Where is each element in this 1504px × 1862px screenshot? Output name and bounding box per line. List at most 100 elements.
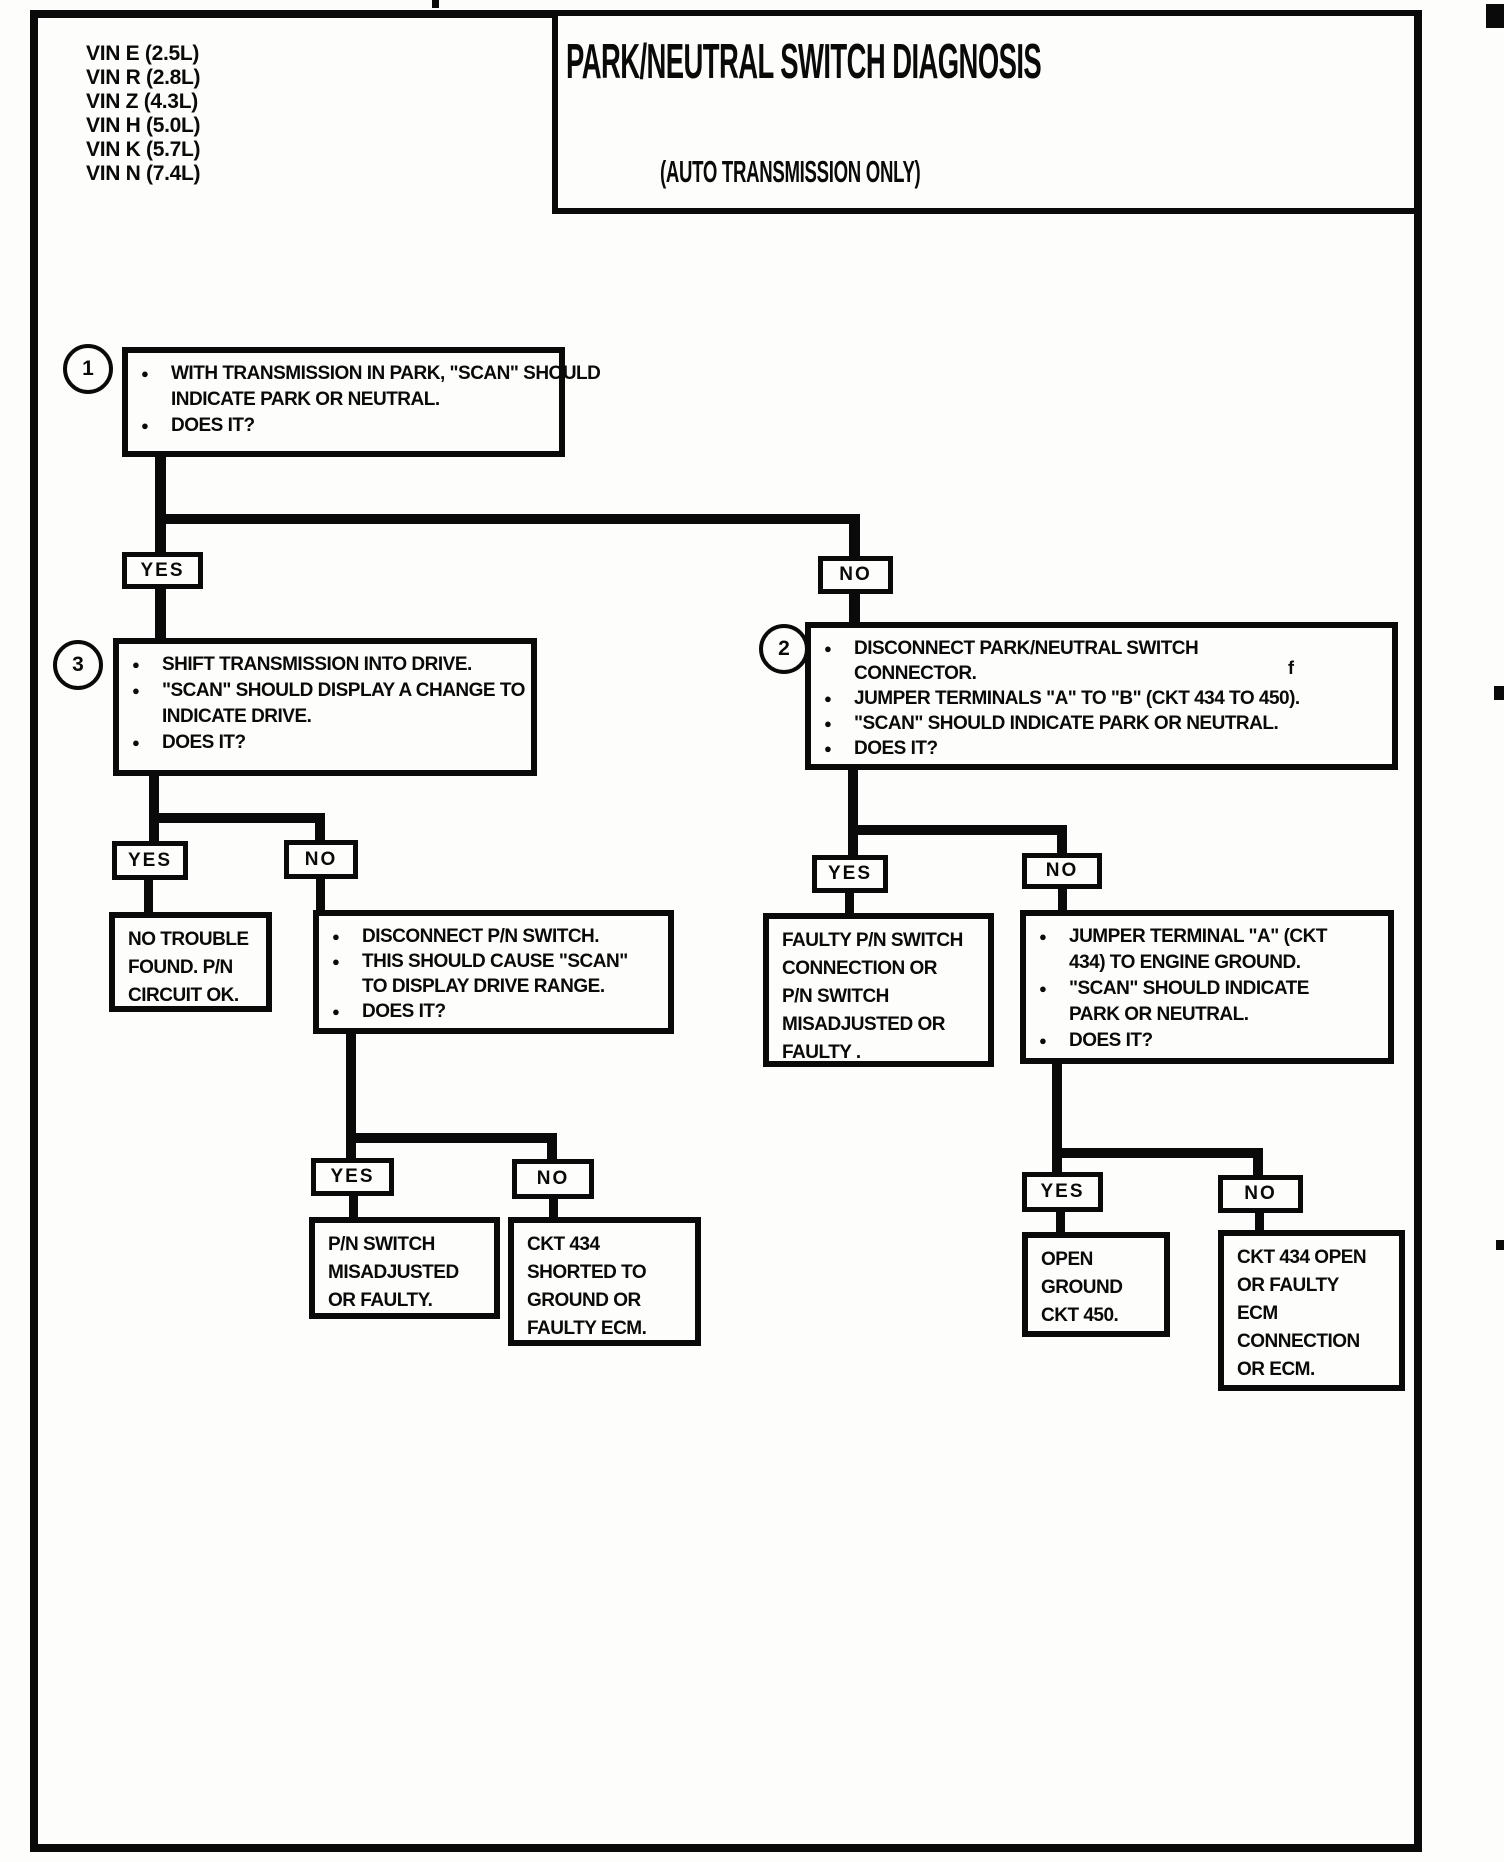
page-title: PARK/NEUTRAL SWITCH DIAGNOSIS (566, 35, 1042, 89)
step1-line: WITH TRANSMISSION IN PARK, "SCAN" SHOULD (171, 363, 601, 384)
disconnect-pn-line: TO DISPLAY DRIVE RANGE. (362, 976, 605, 997)
page-subtitle: (AUTO TRANSMISSION ONLY) (660, 154, 921, 189)
connector (1255, 1211, 1264, 1232)
connector (1058, 887, 1067, 912)
title-box: PARK/NEUTRAL SWITCH DIAGNOSIS (AUTO TRAN… (552, 10, 1420, 214)
result-line: GROUND (1041, 1277, 1123, 1298)
result-box-no-trouble: NO TROUBLE FOUND. P/N CIRCUIT OK. (109, 912, 272, 1012)
connector (549, 1197, 558, 1218)
vin-line: VIN Z (4.3L) (86, 90, 198, 113)
step2-line: CONNECTOR. (854, 663, 977, 684)
connector (155, 524, 166, 554)
connector (149, 823, 159, 843)
branch-label-yes: YES (311, 1158, 394, 1196)
result-line: ECM (1237, 1303, 1278, 1324)
step-number-3: 3 (53, 640, 103, 690)
connector (848, 835, 858, 857)
branch-label-no: NO (1022, 853, 1102, 889)
result-box-faulty-pn-connection: FAULTY P/N SWITCH CONNECTION OR P/N SWIT… (763, 913, 994, 1067)
connector (1052, 1158, 1062, 1174)
scan-artifact (1494, 686, 1504, 700)
branch-label-yes: YES (1022, 1172, 1103, 1212)
jumper-ground-line: PARK OR NEUTRAL. (1069, 1004, 1249, 1025)
decision-box-step2: DISCONNECT PARK/NEUTRAL SWITCH CONNECTOR… (805, 622, 1398, 770)
connector (316, 877, 325, 912)
result-line: NO TROUBLE (128, 929, 249, 950)
connector (155, 443, 166, 525)
disconnect-pn-line: DOES IT? (362, 1001, 446, 1022)
branch-label-yes: YES (122, 552, 203, 589)
result-line: MISADJUSTED OR (782, 1014, 945, 1035)
branch-label-yes: YES (812, 855, 888, 893)
connector (848, 760, 858, 835)
branch-label-no: NO (818, 556, 893, 594)
connector (144, 878, 153, 914)
result-line: FOUND. P/N (128, 957, 233, 978)
step-number-2: 2 (759, 624, 809, 674)
result-line: OPEN (1041, 1249, 1093, 1270)
scan-artifact (432, 0, 439, 8)
result-line: FAULTY . (782, 1042, 861, 1063)
connector (1253, 1158, 1263, 1177)
connector (547, 1143, 557, 1161)
jumper-ground-line: 434) TO ENGINE GROUND. (1069, 952, 1301, 973)
result-line: OR FAULTY (1237, 1275, 1339, 1296)
vin-line: VIN R (2.8L) (86, 66, 201, 89)
connector (149, 813, 325, 823)
result-line: CONNECTION (1237, 1331, 1360, 1352)
step2-line: "SCAN" SHOULD INDICATE PARK OR NEUTRAL. (854, 713, 1279, 734)
connector (346, 1024, 356, 1143)
result-line: OR ECM. (1237, 1359, 1315, 1380)
vin-line: VIN H (5.0L) (86, 114, 201, 137)
result-line: FAULTY ECM. (527, 1318, 647, 1339)
step3-line: SHIFT TRANSMISSION INTO DRIVE. (162, 654, 472, 675)
connector (848, 825, 1067, 835)
result-line: OR FAULTY. (328, 1290, 433, 1311)
result-line: GROUND OR (527, 1290, 641, 1311)
connector (845, 891, 854, 915)
connector (155, 514, 860, 524)
branch-label-no: NO (512, 1159, 594, 1199)
decision-box-step1: WITH TRANSMISSION IN PARK, "SCAN" SHOULD… (122, 347, 601, 457)
connector (849, 524, 860, 558)
connector (849, 592, 860, 624)
result-line: CKT 434 (527, 1234, 600, 1255)
decision-box-disconnect-pn: DISCONNECT P/N SWITCH. THIS SHOULD CAUSE… (313, 910, 674, 1034)
scan-artifact (1496, 1240, 1504, 1250)
result-line: CONNECTION OR (782, 958, 938, 979)
connector (1057, 835, 1067, 855)
jumper-ground-line: DOES IT? (1069, 1030, 1153, 1051)
disconnect-pn-line: DISCONNECT P/N SWITCH. (362, 926, 600, 947)
result-line: MISADJUSTED (328, 1262, 459, 1283)
decision-box-step3: SHIFT TRANSMISSION INTO DRIVE. "SCAN" SH… (113, 638, 537, 776)
step2-line: DOES IT? (854, 738, 938, 759)
step2-line: JUMPER TERMINALS "A" TO "B" (CKT 434 TO … (854, 688, 1300, 709)
result-box-pn-misadjusted: P/N SWITCH MISADJUSTED OR FAULTY. (309, 1217, 500, 1319)
scan-artifact (1486, 4, 1504, 28)
connector (1052, 1148, 1263, 1158)
connector (1056, 1210, 1065, 1234)
connector (149, 766, 159, 823)
result-line: CIRCUIT OK. (128, 985, 239, 1006)
connector (155, 588, 166, 640)
vin-list: VIN E (2.5L) VIN R (2.8L) VIN Z (4.3L) V… (86, 42, 201, 186)
connector (346, 1133, 557, 1143)
connector (1052, 1054, 1062, 1158)
step-number-1: 1 (63, 344, 113, 394)
step1-line: INDICATE PARK OR NEUTRAL. (171, 389, 440, 410)
result-line: CKT 434 OPEN (1237, 1247, 1367, 1268)
vin-line: VIN N (7.4L) (86, 162, 201, 185)
step3-line: INDICATE DRIVE. (162, 706, 312, 727)
result-line: P/N SWITCH (328, 1234, 435, 1255)
result-box-ckt434-open: CKT 434 OPEN OR FAULTY ECM CONNECTION OR… (1218, 1230, 1405, 1391)
branch-label-no: NO (284, 840, 358, 879)
result-line: FAULTY P/N SWITCH (782, 930, 963, 951)
disconnect-pn-line: THIS SHOULD CAUSE "SCAN" (362, 951, 628, 972)
connector (315, 823, 325, 842)
result-line: CKT 450. (1041, 1305, 1119, 1326)
decision-box-jumper-ground: JUMPER TERMINAL "A" (CKT 434) TO ENGINE … (1020, 910, 1394, 1064)
result-line: P/N SWITCH (782, 986, 889, 1007)
vin-line: VIN E (2.5L) (86, 42, 200, 65)
result-line: SHORTED TO (527, 1262, 647, 1283)
